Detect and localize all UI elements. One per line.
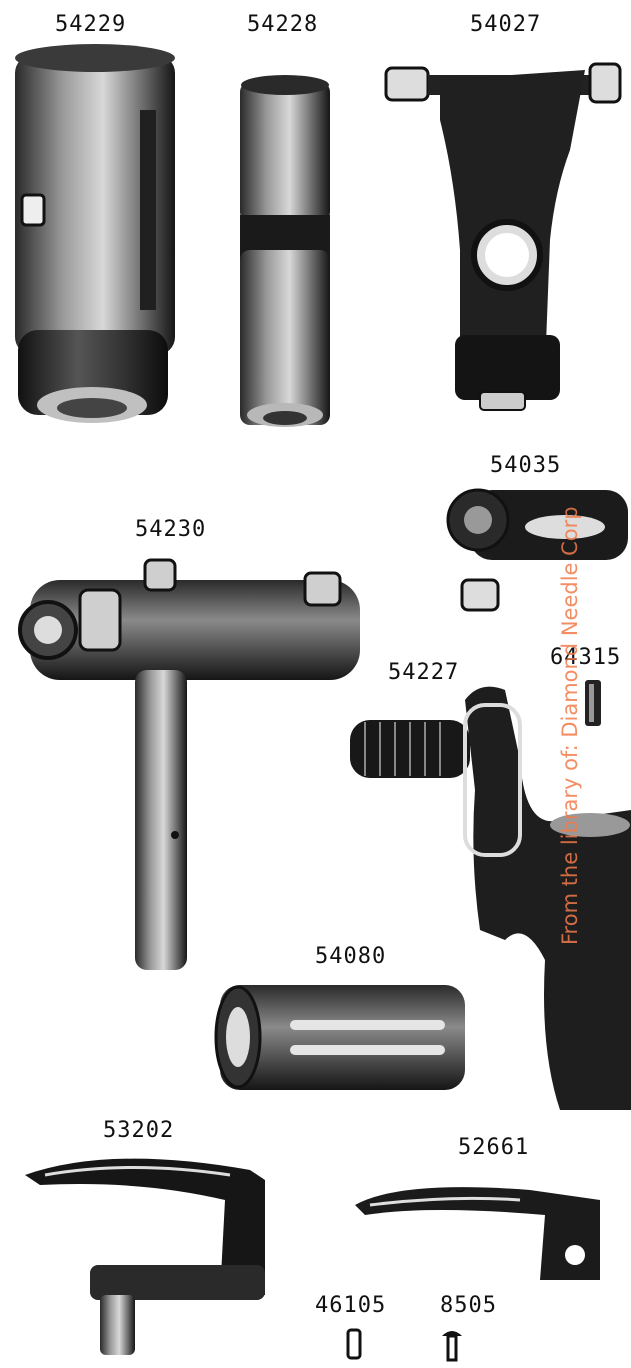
part-54227-arm	[350, 686, 631, 1110]
part-46105-pin	[346, 1328, 362, 1360]
part-label-54227: 54227	[388, 660, 460, 685]
part-label-64315: 64315	[550, 645, 622, 670]
part-54228-sleeve	[240, 75, 330, 427]
part-54229-sleeve	[15, 44, 175, 423]
part-label-46105: 46105	[315, 1293, 387, 1318]
watermark-text: From the library of: Diamond Needle Corp	[558, 506, 582, 945]
part-label-54229: 54229	[55, 12, 127, 37]
part-54230-rock-shaft	[18, 558, 360, 970]
part-54035-bracket	[446, 488, 628, 612]
part-label-53202: 53202	[103, 1118, 175, 1143]
part-label-54228: 54228	[247, 12, 319, 37]
part-label-8505: 8505	[440, 1293, 497, 1318]
part-label-52661: 52661	[458, 1135, 530, 1160]
part-54080-bushing	[214, 985, 465, 1090]
part-label-54080: 54080	[315, 944, 387, 969]
part-label-54027: 54027	[470, 12, 542, 37]
part-53202-looper	[25, 1158, 265, 1355]
part-label-54035: 54035	[490, 453, 562, 478]
part-64315-pin	[585, 680, 601, 726]
part-54027-bracket	[384, 62, 622, 411]
part-label-54230: 54230	[135, 517, 207, 542]
part-52661-looper	[355, 1187, 600, 1280]
part-8505-screw	[442, 1331, 462, 1362]
